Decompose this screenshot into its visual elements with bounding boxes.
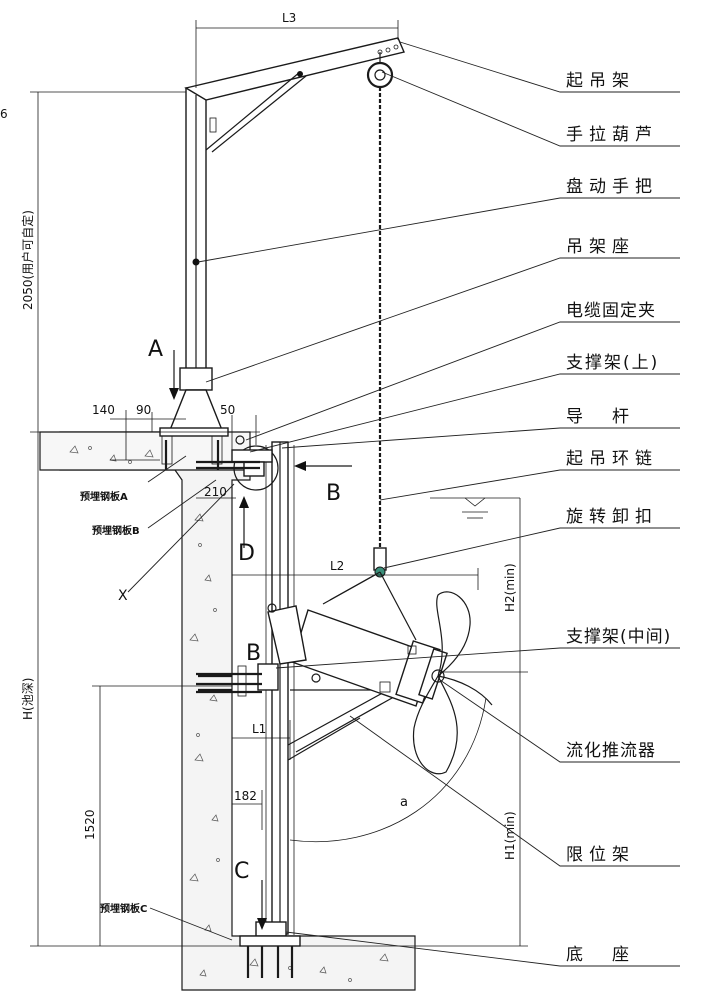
mixer-body (267, 571, 448, 707)
view-b-side-label: B (246, 641, 261, 666)
limit-frame (287, 689, 393, 761)
leader-lines (127, 41, 680, 967)
detail-x-label: X (118, 588, 128, 604)
dim-1520: 1520 (83, 809, 97, 840)
view-d-label: D (238, 541, 255, 566)
dimension-lines (30, 20, 528, 947)
callout-lifting-frame: 起吊架 (566, 71, 635, 91)
callout-flow-mixer: 流化推流器 (566, 741, 656, 761)
embedded-anchors (198, 674, 232, 692)
dim-l1: L1 (252, 722, 266, 736)
dim-50: 50 (220, 403, 235, 417)
dim-140: 140 (92, 403, 115, 417)
view-a-label: A (148, 337, 163, 362)
plate-b-label: 预埋钢板B (92, 524, 140, 537)
dim-edge: 6 (0, 107, 8, 121)
callout-middle-support: 支撑架(中间) (566, 627, 671, 647)
dim-h1: H1(min) (503, 811, 517, 860)
propeller (412, 591, 493, 775)
plate-a-label: 预埋钢板A (80, 490, 128, 503)
view-c-label: C (234, 859, 249, 884)
callout-upper-support: 支撑架(上) (566, 353, 659, 373)
upper-support (196, 435, 279, 491)
callout-swivel-shackle: 旋转卸扣 (566, 507, 658, 527)
swing-arc (289, 697, 487, 843)
dim-90: 90 (136, 403, 151, 417)
callout-labels: 起吊架 手拉葫芦 盘动手把 吊架座 电缆固定夹 支撑架(上) 导 杆 起吊环链 … (566, 71, 671, 965)
callout-hand-crank: 盘动手把 (566, 177, 658, 197)
middle-support (196, 663, 279, 697)
plate-labels: 预埋钢板A 预埋钢板B 预埋钢板C (80, 490, 147, 915)
view-b-label: B (326, 481, 341, 506)
callout-limit-frame: 限位架 (566, 845, 635, 865)
dim-h-pool: H(池深) (21, 678, 35, 720)
water-level-icon (430, 497, 520, 519)
view-letters: A B B C D X a (118, 337, 408, 884)
plate-c-label: 预埋钢板C (100, 902, 147, 915)
callout-hanger-seat: 吊架座 (566, 237, 635, 257)
view-arrows (169, 350, 352, 930)
dim-l2: L2 (330, 559, 344, 573)
angle-label: a (400, 795, 408, 810)
dim-2050: 2050(用户可自定) (20, 210, 35, 310)
dim-h2: H2(min) (503, 563, 517, 612)
dim-210: 210 (204, 485, 227, 499)
callout-cable-clamp: 电缆固定夹 (566, 301, 656, 321)
dimension-labels: L3 L2 L1 140 90 50 210 182 6 2050(用户可自定)… (0, 11, 517, 860)
callout-chain-hoist: 手拉葫芦 (566, 125, 658, 145)
callout-base: 底 座 (566, 945, 635, 965)
crane-frame (184, 37, 405, 389)
callout-lifting-chain: 起吊环链 (566, 449, 658, 469)
dim-182: 182 (234, 789, 257, 803)
dim-l3: L3 (282, 11, 296, 25)
base (239, 921, 301, 978)
callout-guide-rod: 导 杆 (566, 407, 635, 427)
